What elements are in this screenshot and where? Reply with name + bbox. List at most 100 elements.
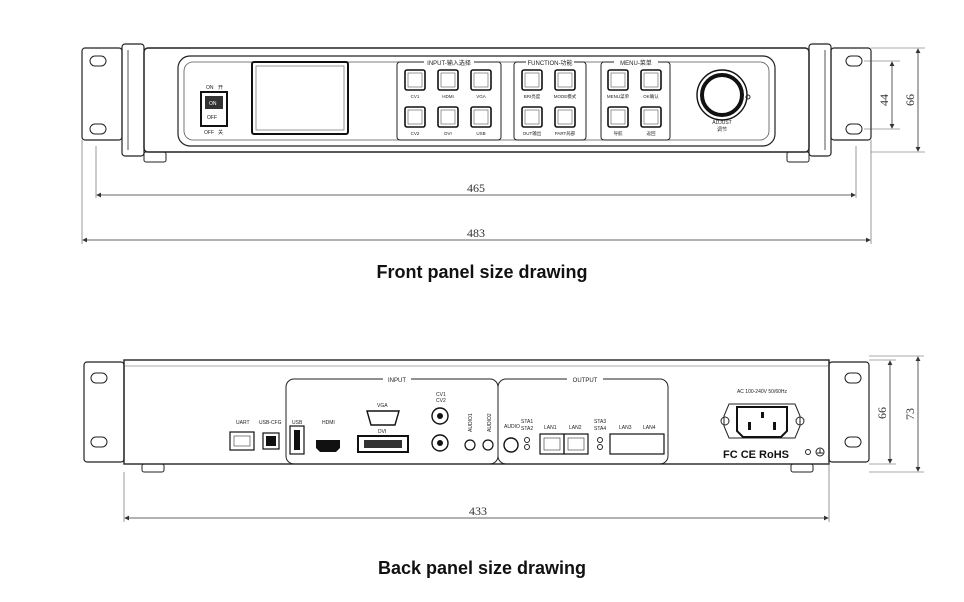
- front-left-rack-ear: [81, 47, 123, 141]
- audio2-port[interactable]: [482, 439, 494, 451]
- input-button-face: [473, 109, 489, 125]
- back-input-title: INPUT: [388, 378, 406, 384]
- sta3-led: [597, 437, 603, 443]
- function-button-label: BRI亮度: [524, 93, 541, 100]
- hdmi-port[interactable]: [316, 440, 340, 452]
- menu-button-1[interactable]: [607, 69, 629, 91]
- input-button-face: [440, 72, 456, 88]
- menu-button-face: [643, 109, 659, 125]
- dim-height-66-front: 66: [903, 94, 917, 106]
- function-button-face: [557, 72, 573, 88]
- switch-on-top-label: ON: [206, 85, 214, 91]
- usb-cfg-port[interactable]: [262, 432, 280, 450]
- lcd-screen: [251, 61, 349, 135]
- front-right-mount-hole-top: [845, 55, 863, 67]
- sta3-label: STA3: [594, 419, 606, 425]
- function-button-label: MODE模式: [554, 93, 577, 100]
- front-left-mount-hole-bottom: [89, 123, 107, 135]
- function-button-4[interactable]: [554, 106, 576, 128]
- input-button-face: [407, 72, 423, 88]
- switch-off-cn-label: 关: [218, 129, 223, 136]
- hdmi-label: HDMI: [322, 420, 335, 426]
- uart-port[interactable]: [229, 431, 255, 451]
- menu-button-face: [643, 72, 659, 88]
- front-right-mount-hole-bottom: [845, 123, 863, 135]
- lan3-lan4-port-blank[interactable]: [609, 433, 665, 455]
- rocker-on-label: ON: [209, 101, 217, 107]
- function-button-1[interactable]: [521, 69, 543, 91]
- function-button-3[interactable]: [521, 106, 543, 128]
- back-panel-caption: Back panel size drawing: [377, 558, 587, 578]
- audio1-label: AUDIO1: [468, 413, 474, 432]
- function-button-face: [557, 109, 573, 125]
- cv2-bnc-port[interactable]: [431, 434, 449, 452]
- input-button-1[interactable]: [404, 69, 426, 91]
- audio-out-port[interactable]: [503, 437, 519, 453]
- back-left-mount-hole-bottom: [90, 436, 108, 448]
- uart-label: UART: [236, 420, 250, 426]
- menu-button-face: [610, 72, 626, 88]
- front-left-mount-hole-top: [89, 55, 107, 67]
- menu-button-2[interactable]: [640, 69, 662, 91]
- power-spec-label: AC 100-240V 50/60Hz: [737, 389, 788, 395]
- switch-off-bottom-label: OFF: [204, 130, 214, 136]
- knob-label: ADJUST: [712, 120, 731, 126]
- ground-icon: [815, 447, 825, 457]
- sta1-led: [524, 437, 530, 443]
- input-group-title: INPUT-输入选择: [427, 59, 471, 67]
- input-button-2[interactable]: [437, 69, 459, 91]
- lan4-label: LAN4: [643, 425, 656, 431]
- function-button-label: OUT输出: [523, 130, 542, 137]
- input-button-label: DVI: [444, 131, 452, 136]
- input-button-6[interactable]: [470, 106, 492, 128]
- sta1-label: STA1: [521, 419, 533, 425]
- audio-out-label: AUDIO: [504, 424, 520, 430]
- menu-button-label: OK确认: [643, 93, 659, 100]
- front-right-foot: [786, 151, 810, 163]
- front-left-foot: [143, 151, 167, 163]
- usb-port[interactable]: [289, 425, 305, 455]
- menu-button-face: [610, 109, 626, 125]
- input-button-5[interactable]: [437, 106, 459, 128]
- menu-button-4[interactable]: [640, 106, 662, 128]
- function-button-face: [524, 72, 540, 88]
- back-left-foot: [141, 463, 165, 473]
- sta2-label: STA2: [521, 426, 533, 432]
- ac-power-inlet[interactable]: [736, 406, 788, 438]
- vga-label: VGA: [377, 403, 388, 409]
- input-button-3[interactable]: [470, 69, 492, 91]
- menu-button-3[interactable]: [607, 106, 629, 128]
- input-button-label: CV1: [411, 94, 420, 99]
- input-button-face: [473, 72, 489, 88]
- dim-width-465: 465: [467, 181, 485, 195]
- vga-port[interactable]: [366, 410, 400, 426]
- function-button-2[interactable]: [554, 69, 576, 91]
- back-left-mount-hole-top: [90, 372, 108, 384]
- dim-height-66-back: 66: [875, 407, 889, 419]
- audio1-port[interactable]: [464, 439, 476, 451]
- back-right-mount-hole-bottom: [844, 436, 862, 448]
- menu-button-label: 导航: [614, 130, 623, 137]
- adjust-knob[interactable]: [696, 69, 748, 121]
- back-right-foot: [790, 463, 814, 473]
- lan1-port[interactable]: [539, 433, 565, 455]
- input-button-4[interactable]: [404, 106, 426, 128]
- usb-cfg-label: USB-CFG: [259, 420, 282, 426]
- sta2-led: [524, 444, 530, 450]
- function-button-face: [524, 109, 540, 125]
- certification-marks: FC CE RoHS: [723, 449, 789, 461]
- front-left-handle: [121, 43, 145, 157]
- cv1-bnc-port[interactable]: [431, 407, 449, 425]
- dim-height-73: 73: [903, 408, 917, 420]
- input-button-label: VGA: [476, 94, 486, 99]
- lan2-port[interactable]: [563, 433, 589, 455]
- front-panel-caption: Front panel size drawing: [376, 262, 588, 282]
- input-button-face: [440, 109, 456, 125]
- front-bezel: [177, 55, 776, 147]
- cv2-label: CV2: [436, 398, 446, 404]
- input-button-label: HDMI: [442, 94, 454, 99]
- input-button-label: USB: [476, 131, 485, 136]
